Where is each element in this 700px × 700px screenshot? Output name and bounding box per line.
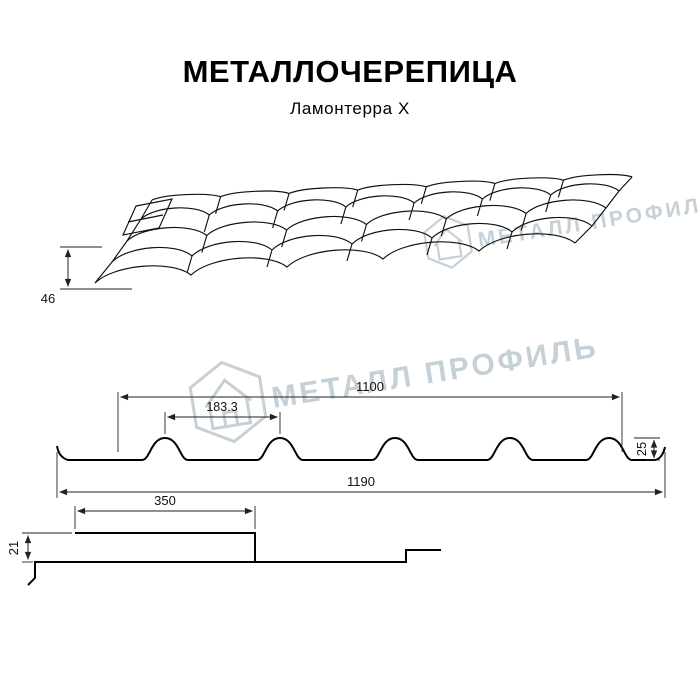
dim-350: 350 (74, 493, 256, 529)
dim-183-label: 183.3 (206, 400, 237, 414)
dim-46-label: 46 (41, 291, 55, 306)
dim-21: 21 (6, 532, 72, 563)
tile-step-lines (186, 180, 564, 274)
dim-21-label: 21 (6, 541, 21, 555)
ridge-start-strip (122, 198, 173, 236)
profile-section-view: 1100 183.3 25 1190 (56, 379, 666, 498)
sheet-left-edge (94, 199, 153, 284)
dim-1100: 1100 (117, 379, 623, 452)
watermark-large: МЕТАЛЛ ПРОФИЛЬ (188, 331, 601, 444)
page-title: МЕТАЛЛОЧЕРЕПИЦА (182, 54, 518, 89)
dim-1190-label: 1190 (347, 474, 375, 489)
dim-350-label: 350 (154, 493, 176, 508)
watermark-text: МЕТАЛЛ ПРОФИЛЬ (269, 331, 600, 415)
dim-1190: 1190 (56, 452, 666, 498)
dim-1100-label: 1100 (356, 379, 384, 394)
dim-25-label: 25 (634, 442, 649, 456)
profile-outline (56, 436, 666, 461)
tile-back-edge (151, 174, 633, 201)
dim-25: 25 (634, 437, 660, 461)
page-subtitle: Ламонтерра X (290, 99, 410, 118)
dim-46: 46 (41, 246, 132, 306)
sheet-right-edge (574, 176, 633, 244)
flashing-top-flange (75, 532, 256, 562)
watermark-text-small: МЕТАЛЛ ПРОФИЛЬ (476, 191, 700, 252)
tile-front-edge (94, 233, 576, 284)
dim-183: 183.3 (164, 400, 281, 434)
flashing-bottom-line (27, 549, 441, 586)
roof-3d-view (94, 174, 633, 284)
flashing-section-view: 350 21 (6, 493, 441, 586)
tile-row-3 (140, 183, 620, 220)
